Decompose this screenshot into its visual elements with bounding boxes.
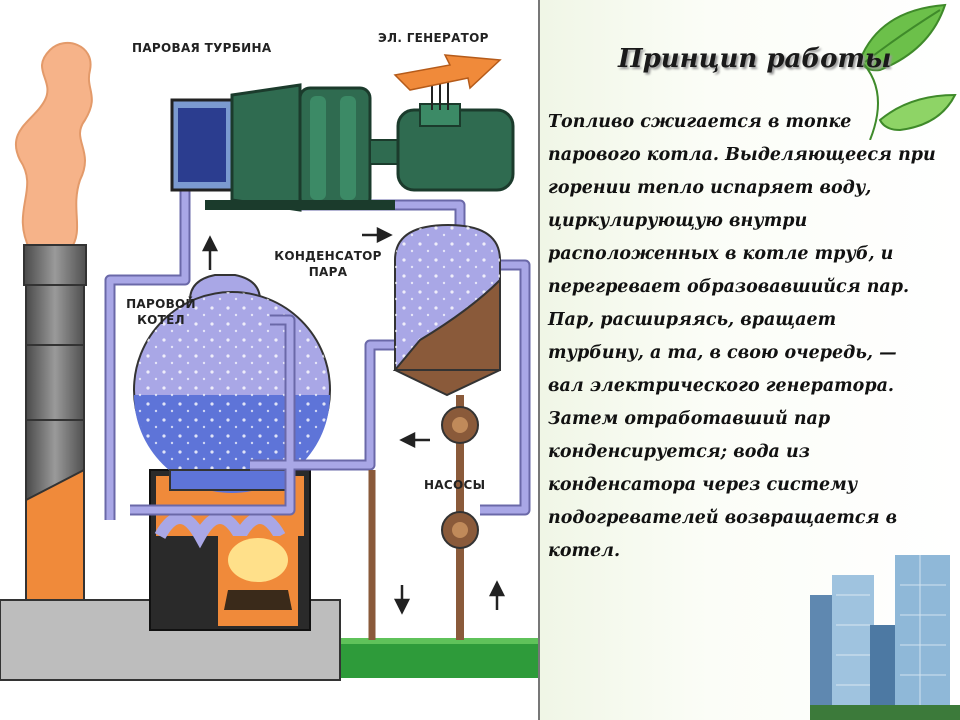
label-condenser-line2: ПАРА (308, 265, 348, 279)
water-pumps (368, 395, 479, 640)
label-boiler-line2: КОТЕЛ (137, 313, 185, 327)
body-line: котел. (548, 541, 621, 561)
label-condenser: КОНДЕНСАТОР ПАРА (268, 248, 388, 280)
body-line: подогревателей возвращается в (548, 508, 898, 528)
label-pumps: НАСОСЫ (424, 478, 486, 492)
grass-ground (340, 638, 538, 678)
power-plant-diagram (0, 0, 540, 720)
body-line: расположенных в котле труб, и (548, 244, 894, 264)
label-steam-turbine: ПАРОВАЯ ТУРБИНА (132, 41, 272, 55)
slide-body: Топливо сжигается в топке парового котла… (548, 106, 952, 568)
label-boiler-line1: ПАРОВОЙ (126, 297, 196, 311)
body-line: циркулирующую внутри (548, 211, 808, 231)
smoke-plume (14, 41, 93, 251)
label-electric-generator: ЭЛ. ГЕНЕРАТОР (378, 31, 489, 45)
label-condenser-line1: КОНДЕНСАТОР (274, 249, 382, 263)
body-line: перегревает образовавшийся пар. (548, 277, 910, 297)
body-line: конденсатора через систему (548, 475, 858, 495)
body-line: Топливо сжигается в топке (548, 112, 852, 132)
body-line: Пар, расширяясь, вращает (548, 310, 837, 330)
electric-generator (369, 54, 515, 192)
leaf-icon (858, 3, 957, 140)
label-steam-boiler: ПАРОВОЙ КОТЕЛ (118, 296, 204, 328)
body-line: вал электрического генератора. (548, 376, 895, 396)
steam-turbine (170, 83, 395, 212)
text-panel (540, 0, 960, 720)
skyscrapers-icon (810, 555, 960, 720)
flow-arrows (201, 226, 506, 615)
slide-title: Принцип работы (618, 44, 892, 74)
body-line: Затем отработавший пар (548, 409, 831, 429)
body-line: горении тепло испаряет воду, (548, 178, 872, 198)
lightning-arrow-icon (393, 54, 502, 91)
body-line: турбину, а та, в свою очередь, — (548, 343, 897, 363)
body-line: парового котла. Выделяющееся при (548, 145, 936, 165)
steam-boiler (133, 274, 331, 493)
steam-condenser (392, 223, 501, 397)
body-line: конденсируется; вода из (548, 442, 810, 462)
